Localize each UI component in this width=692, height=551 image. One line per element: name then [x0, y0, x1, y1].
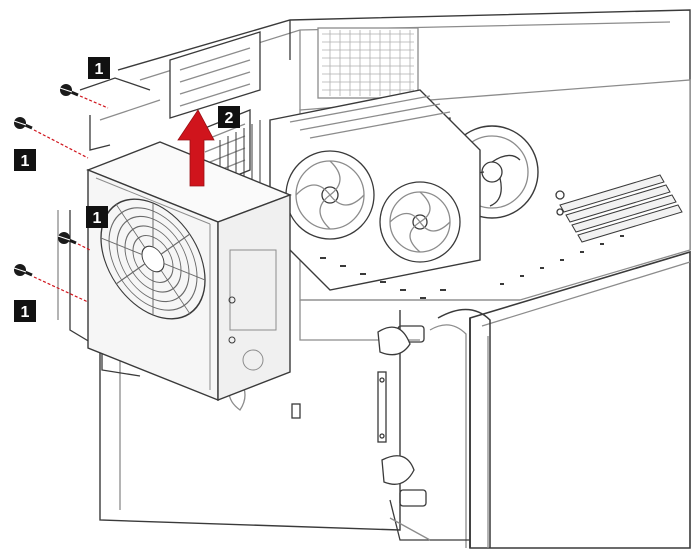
- screws: [13, 84, 109, 303]
- screw-icon: [13, 117, 33, 130]
- screw-icon: [59, 84, 79, 97]
- callout-screw-step-top: 1: [88, 57, 110, 79]
- chassis: [57, 9, 691, 549]
- callout-lift-step: 2: [218, 106, 240, 128]
- screw-leader-middle: [77, 243, 91, 251]
- graphics-card: [269, 89, 481, 291]
- ram-slots: [559, 174, 683, 243]
- power-supply-unit: [86, 141, 292, 402]
- callout-label: 2: [225, 110, 234, 127]
- callout-label: 1: [93, 210, 102, 227]
- tray-holes: [320, 235, 624, 299]
- screw-leader-lower-left: [33, 276, 89, 303]
- screw-leader-upper-left: [33, 129, 89, 159]
- fan-icon: [100, 198, 206, 320]
- callout-psu-step-center: 1: [86, 206, 108, 228]
- arrow-up-icon: [177, 109, 215, 187]
- callout-label: 1: [21, 153, 30, 170]
- vent-mesh: [322, 30, 414, 96]
- screw-icon: [13, 264, 33, 277]
- callout-label: 1: [95, 61, 104, 78]
- callout-screw-step-lower-left: 1: [14, 300, 36, 322]
- callout-screw-step-upper-left: 1: [14, 149, 36, 171]
- screw-icon: [57, 232, 77, 245]
- screw-leader-top: [79, 95, 109, 109]
- callout-label: 1: [21, 304, 30, 321]
